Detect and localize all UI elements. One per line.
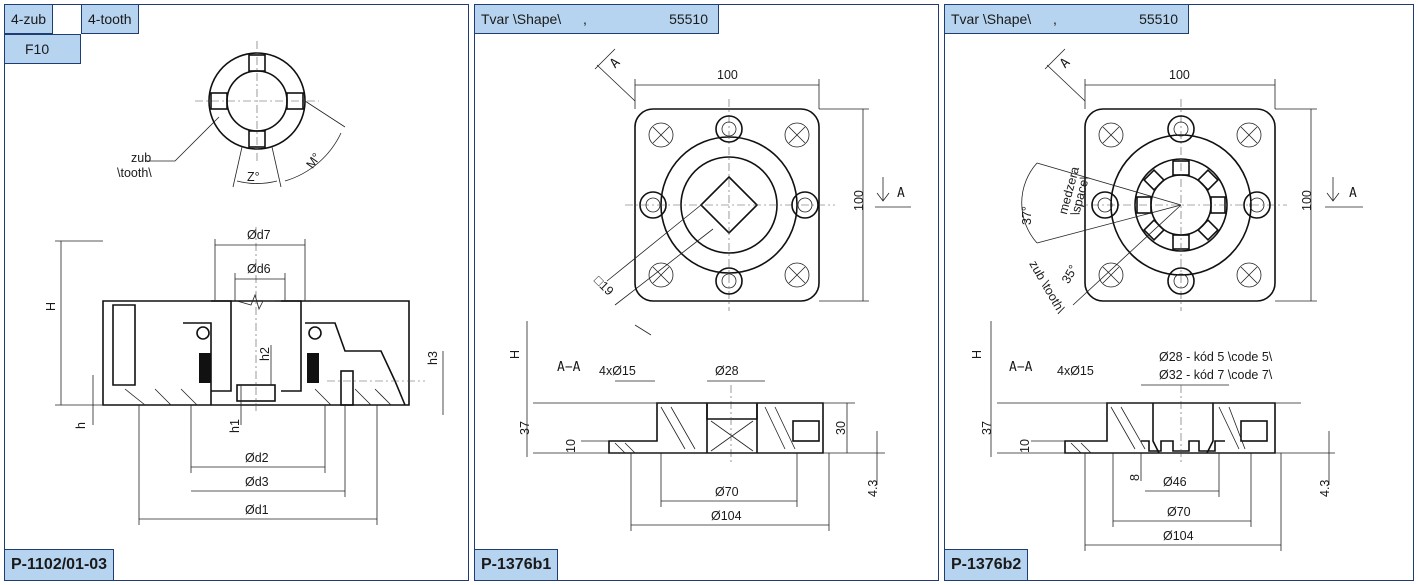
part-code: P-1102/01-03 xyxy=(5,549,115,580)
section-view: Ød7 Ød6 Ød2 Ød3 Ød1 H h h1 h2 xyxy=(44,227,444,525)
dim-d2: Ød2 xyxy=(245,451,269,465)
dim-37: 37 xyxy=(980,421,994,435)
dim-h1: h1 xyxy=(228,419,242,433)
dim-d1: Ød1 xyxy=(245,503,269,517)
label-z-angle: Z° xyxy=(247,170,260,184)
dim-100-side: 100 xyxy=(852,190,866,211)
label-tooth-en: \tooth\ xyxy=(117,166,152,180)
section-view: H A−A 4xØ15 Ø28 37 10 30 4.3 xyxy=(508,321,885,531)
dim-104: Ø104 xyxy=(1163,529,1194,543)
tag-shape-label: Tvar \Shape\ xyxy=(951,11,1032,27)
tag-shape-number: 55510 xyxy=(1139,11,1178,27)
dim-100-side: 100 xyxy=(1300,190,1314,211)
top-view: zub \tooth\ Z° M° xyxy=(117,41,346,188)
section-label-aa: A−A xyxy=(1009,360,1033,375)
dim-d6: Ød6 xyxy=(247,262,271,276)
label-tooth: zub \tooth\ xyxy=(1026,258,1068,316)
drawing-p1376b1: 100 100 A A □19 H A−A 4xØ15 Ø28 xyxy=(508,48,911,531)
section-label-aa: A−A xyxy=(557,360,581,375)
dim-h3: h3 xyxy=(426,351,440,365)
bolt-holes xyxy=(1091,115,1271,295)
tag-f10: F10 xyxy=(5,34,81,64)
dim-70: Ø70 xyxy=(1167,505,1191,519)
dim-d3: Ød3 xyxy=(245,475,269,489)
dim-h: h xyxy=(74,422,88,429)
drawing-p1102: zub \tooth\ Z° M° Ød xyxy=(44,41,444,525)
dim-h2: h2 xyxy=(258,347,272,361)
tag-4-tooth: 4-tooth xyxy=(81,5,139,34)
tag-shape: Tvar \Shape\ , 55510 xyxy=(475,5,719,34)
dim-d7: Ød7 xyxy=(247,228,271,242)
dim-4-3: 4.3 xyxy=(866,480,880,497)
dim-28: Ø28 xyxy=(715,364,739,378)
section-view: H A−A 4xØ15 Ø28 - kód 5 \code 5\ Ø32 - k… xyxy=(970,321,1335,551)
dim-70: Ø70 xyxy=(715,485,739,499)
dim-10: 10 xyxy=(1018,439,1032,453)
dim-100-top: 100 xyxy=(717,68,738,82)
drawing-panel-p1376b1: Tvar \Shape\ , 55510 100 xyxy=(474,4,939,581)
section-mark-a-side: A xyxy=(1349,186,1357,201)
tag-shape-number: 55510 xyxy=(669,11,708,27)
section-mark-a-side: A xyxy=(897,186,905,201)
drawing-panel-p1376b2: Tvar \Shape\ , 55510 xyxy=(944,4,1414,581)
dim-8: 8 xyxy=(1128,474,1142,481)
top-view: 100 100 A A □19 xyxy=(591,48,911,336)
top-view: 100 100 A A 37° medzera \space\ zub \too… xyxy=(1020,48,1363,316)
dim-H: H xyxy=(44,302,58,311)
label-tooth: zub xyxy=(131,151,151,165)
dim-10: 10 xyxy=(564,439,578,453)
dim-37: 37 xyxy=(518,421,532,435)
angle-37: 37° xyxy=(1020,206,1034,225)
dim-28-code: Ø28 - kód 5 \code 5\ xyxy=(1159,350,1273,364)
dim-32-code: Ø32 - kód 7 \code 7\ xyxy=(1159,368,1273,382)
drawing-p1376b2: 100 100 A A 37° medzera \space\ zub \too… xyxy=(970,48,1363,551)
tag-shape: Tvar \Shape\ , 55510 xyxy=(945,5,1189,34)
dim-30: 30 xyxy=(834,421,848,435)
section-mark-a-top: A xyxy=(607,55,623,71)
dim-104: Ø104 xyxy=(711,509,742,523)
label-m-angle: M° xyxy=(303,150,323,171)
tag-shape-sep: , xyxy=(583,11,587,27)
tag-shape-sep: , xyxy=(1053,11,1057,27)
dim-H: H xyxy=(970,350,984,359)
bolt-holes xyxy=(639,115,819,295)
drawing-panel-p1102: 4-zub 4-tooth F10 zub \tooth\ Z° M° xyxy=(4,4,469,581)
tag-4-zub: 4-zub xyxy=(5,5,54,34)
dim-4x15: 4xØ15 xyxy=(1057,364,1094,378)
angle-35: 35° xyxy=(1059,263,1081,286)
dim-4x15: 4xØ15 xyxy=(599,364,636,378)
dim-H: H xyxy=(508,350,522,359)
dim-46: Ø46 xyxy=(1163,475,1187,489)
tag-shape-label: Tvar \Shape\ xyxy=(481,11,562,27)
part-code: P-1376b1 xyxy=(475,549,559,580)
section-mark-a-top: A xyxy=(1057,55,1073,71)
dim-100-top: 100 xyxy=(1169,68,1190,82)
part-code: P-1376b2 xyxy=(945,549,1029,580)
dim-4-3: 4.3 xyxy=(1318,480,1332,497)
